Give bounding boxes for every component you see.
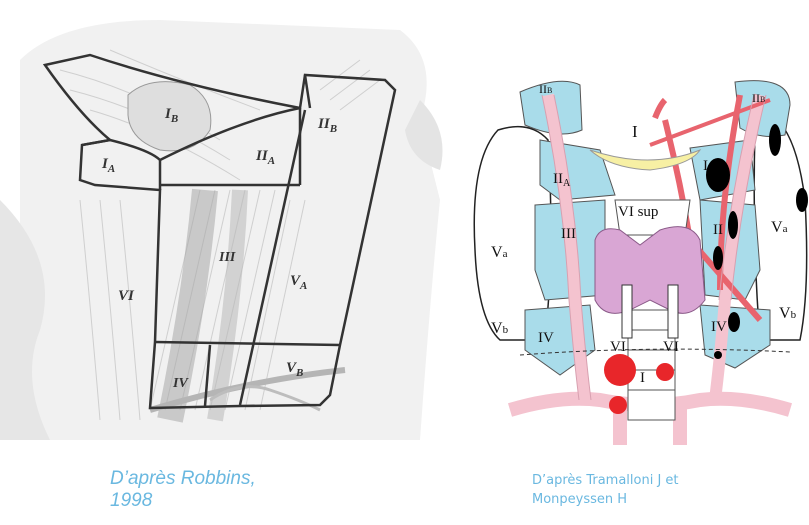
label-vi-inf-right: VI (663, 339, 679, 355)
label-iii: III (218, 250, 236, 265)
label-i-top: I (632, 122, 638, 141)
label-vi-inf-left: VI (610, 339, 626, 355)
node-red-small (609, 396, 627, 414)
label-iia-right: I (703, 158, 708, 174)
left-figure-caption: D’après Robbins, 1998 (110, 468, 256, 512)
node-black-va-2 (796, 188, 808, 212)
label-iv-right: IV (711, 319, 727, 335)
right-figure-caption: D’après Tramalloni J et Monpeyssen H (532, 471, 679, 509)
hyoid-bone (590, 150, 700, 170)
label-iv-left: IV (538, 330, 554, 346)
thyroid-gland (595, 227, 705, 314)
node-red-medium (656, 363, 674, 381)
node-black-iii-right-1 (728, 211, 738, 239)
node-black-small (714, 351, 722, 359)
label-iii-left: III (561, 226, 576, 242)
region-iia-left (540, 140, 615, 200)
node-black-iia-right (706, 158, 730, 192)
left-neck-illustration: IA IB IIA IIB III VA VB VI IV (0, 0, 450, 450)
right-neck-schematic: IIB IIB I IIA I VI sup Va Va III II Vb V… (450, 0, 809, 450)
node-black-iv-right (728, 312, 740, 332)
node-black-iii-right-2 (713, 246, 723, 270)
right-neck-levels-schema: IIB IIB I IIA I VI sup Va Va III II Vb V… (450, 0, 809, 450)
label-vi: VI (118, 288, 135, 304)
node-black-va-1 (769, 124, 781, 156)
right-caption-line1: D’après Tramalloni J et (532, 471, 679, 490)
label-vi-sup: VI sup (618, 204, 658, 220)
left-caption-line2: 1998 (110, 490, 256, 512)
right-caption-line2: Monpeyssen H (532, 490, 679, 509)
left-neck-levels-figure: IA IB IIA IIB III VA VB VI IV (0, 0, 450, 450)
label-i-bottom: I (640, 370, 645, 386)
background-anatomy (0, 20, 443, 440)
label-iv: IV (172, 376, 189, 391)
label-iii-right: II (713, 222, 723, 238)
node-red-large (604, 354, 636, 386)
artery-top (655, 100, 665, 118)
left-caption-line1: D’après Robbins, (110, 468, 256, 490)
